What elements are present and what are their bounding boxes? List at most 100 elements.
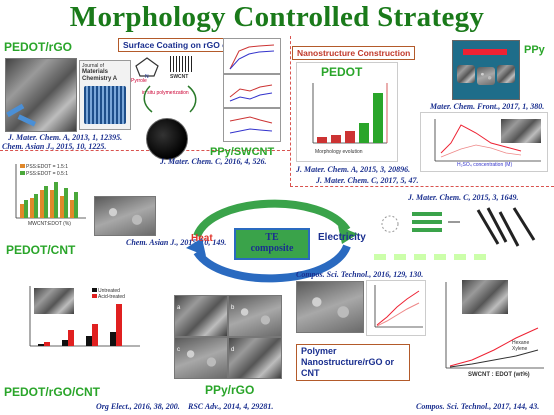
label-heat: Heat bbox=[191, 233, 213, 244]
box-nanostructure: Nanostructure Construction bbox=[292, 46, 416, 60]
ppy-arrow-icon bbox=[463, 49, 507, 55]
pss-bar-30-a bbox=[40, 190, 44, 218]
ref-rsc-adv: RSC Adv., 2014, 4, 29281. bbox=[188, 402, 274, 411]
pss-xlabel: MWCNT:EDOT (%) bbox=[28, 221, 71, 227]
rgo-cnt-bar-1-untreated bbox=[38, 344, 44, 346]
divider-horizontal-left bbox=[0, 150, 290, 151]
sem-image-pedot-cnt bbox=[94, 196, 156, 236]
pss-bar-10-b bbox=[24, 200, 28, 218]
label-in-situ: in situ polymerization bbox=[142, 90, 189, 96]
box-polymer-nano: Polymer Nanostructure/rGO or CNT bbox=[296, 344, 410, 381]
ref-jmcc2015: J. Mater. Chem. C, 2015, 3, 1649. bbox=[408, 193, 519, 202]
rgo-cnt-bar-chart bbox=[29, 286, 140, 347]
pss-bar-30-b bbox=[44, 186, 48, 218]
label-ppy: PPy bbox=[524, 44, 545, 56]
page-title: Morphology Controlled Strategy bbox=[69, 1, 485, 33]
rsc-panel-c: c bbox=[174, 337, 228, 379]
ppy-sem-1 bbox=[457, 65, 475, 83]
pedot-bar-globular bbox=[331, 135, 341, 143]
pss-bar-10-a bbox=[20, 204, 24, 218]
pedot-bar-tube bbox=[359, 123, 369, 143]
svg-text:N: N bbox=[145, 74, 149, 78]
compos17-legend-1: Hexane bbox=[512, 340, 530, 346]
label-pedot-cnt: PEDOT/CNT bbox=[6, 243, 76, 257]
ref-compos-2016: Compos. Sci. Technol., 2016, 129, 130. bbox=[296, 270, 424, 279]
ppy-nanowire-legend bbox=[374, 254, 494, 260]
journal-cover-art bbox=[84, 86, 126, 124]
pss-bar-chart bbox=[15, 164, 86, 219]
rsc-panel-d-label: d bbox=[231, 347, 235, 353]
label-swcnt: SWCNT bbox=[170, 74, 189, 80]
mini-chart-1-lines bbox=[229, 44, 275, 70]
rsc-panel-d: d bbox=[228, 337, 282, 379]
ref-mater-chem-front: Mater. Chem. Front., 2017, 1, 380. bbox=[430, 102, 545, 111]
box-surface-coating: Surface Coating on rGO or CNT bbox=[118, 38, 256, 52]
rsc-panel-b-label: b bbox=[231, 305, 235, 311]
compos17-inset-image bbox=[462, 280, 508, 314]
pss-bar-20-a bbox=[30, 198, 34, 218]
ppy-inset-image bbox=[501, 119, 541, 143]
ref-jmca2015: J. Mater. Chem. A, 2015, 3, 20896. bbox=[296, 165, 411, 174]
compos16-sem-image bbox=[296, 281, 364, 333]
mini-chart-3-lines bbox=[229, 116, 273, 134]
ref-org-elect: Org Elect., 2016, 38, 200. bbox=[96, 402, 180, 411]
label-pyrrole: Pyrrole bbox=[131, 78, 147, 84]
ppy-nanowire-scheme-drawing bbox=[381, 207, 536, 247]
pss-bar-40-b bbox=[54, 182, 58, 218]
divider-vertical bbox=[290, 36, 291, 186]
pss-bar-60-a bbox=[70, 200, 74, 218]
rgo-cnt-bar-3-acid bbox=[92, 324, 98, 346]
cycle-arrow-top bbox=[193, 199, 351, 238]
rsc-panel-a-label: a bbox=[177, 305, 181, 311]
pss-legend-2-text: PSS:EDOT = 0.5:1 bbox=[26, 171, 69, 177]
ppy-sem-2 bbox=[477, 67, 495, 85]
box-polymer-nano-text: Polymer Nanostructure/rGO or CNT bbox=[301, 346, 395, 378]
label-ppy-rgo: PPy/rGO bbox=[205, 383, 255, 397]
pedot-chart: PEDOT Morphology evolution bbox=[296, 62, 398, 162]
rgo-cnt-bar-2-untreated bbox=[62, 340, 68, 346]
ppy-sem-3 bbox=[497, 65, 515, 83]
pss-bar-50-a bbox=[60, 196, 64, 218]
te-composite-label: TE composite bbox=[250, 232, 294, 254]
pss-legend-1-text: PSS:EDOT = 1.5:1 bbox=[26, 164, 69, 170]
divider-horizontal-right bbox=[290, 186, 554, 187]
pedot-bar-bulk bbox=[317, 137, 327, 143]
cycle-arrow-bottom bbox=[193, 244, 351, 283]
pss-bar-60-b bbox=[74, 192, 78, 218]
compos17-legend-2: Xylene bbox=[512, 346, 528, 352]
rsc-panel-b: b bbox=[228, 295, 282, 337]
rgo-cnt-bar-4-untreated bbox=[110, 332, 116, 346]
pss-legend-2-swatch bbox=[20, 171, 25, 175]
mini-chart-2 bbox=[223, 74, 281, 108]
compos16-series-1 bbox=[376, 290, 420, 326]
label-pedot-rgo-cnt: PEDOT/rGO/CNT bbox=[4, 385, 101, 399]
cycle-arrowhead-bottom bbox=[186, 238, 206, 256]
rsc-panel-c-label: c bbox=[177, 347, 180, 353]
ref-jmcc2016: J. Mater. Chem. C, 2016, 4, 526. bbox=[160, 157, 267, 166]
ppy-nanostructure-image bbox=[452, 40, 520, 100]
pss-bar-50-b bbox=[64, 188, 68, 218]
rgo-cnt-bar-4-acid bbox=[116, 304, 122, 346]
compos17-series-xylene bbox=[449, 349, 539, 368]
te-composite-box: TE composite bbox=[234, 228, 310, 260]
compos16-line-plot bbox=[374, 285, 423, 328]
rgo-cnt-legend-1: Untreated bbox=[92, 288, 120, 294]
rgo-cnt-legend-2-swatch bbox=[92, 294, 97, 298]
ppy-power-factor-chart: H₂SO₄ concentration (M) bbox=[420, 112, 548, 172]
pedot-bar-chart bbox=[312, 83, 388, 144]
rgo-cnt-chart: Untreated Acid-treated bbox=[22, 282, 142, 368]
rsc-panel-a: a bbox=[174, 295, 228, 337]
pss-chart: PSS:EDOT = 1.5:1 PSS:EDOT = 0.5:1 MWCNT:… bbox=[6, 160, 88, 230]
ppy-swcnt-film-image bbox=[146, 118, 188, 160]
rgo-cnt-legend-2-text: Acid-treated bbox=[98, 294, 125, 300]
journal-cover-line2: Materials Chemistry A bbox=[82, 69, 118, 82]
pedot-bar-fiber bbox=[373, 93, 383, 143]
compos17-line-plot bbox=[445, 282, 544, 369]
label-ppy-swcnt: PPy/SWCNT bbox=[210, 146, 275, 158]
pyrrole-molecule-icon: N bbox=[135, 57, 159, 78]
ppy-power-factor-plot bbox=[434, 119, 541, 162]
pss-bar-20-b bbox=[34, 194, 38, 218]
pss-legend-1-swatch bbox=[20, 164, 25, 168]
journal-cover-line1: Journal of bbox=[82, 63, 104, 69]
rgo-cnt-legend-2: Acid-treated bbox=[92, 294, 125, 300]
